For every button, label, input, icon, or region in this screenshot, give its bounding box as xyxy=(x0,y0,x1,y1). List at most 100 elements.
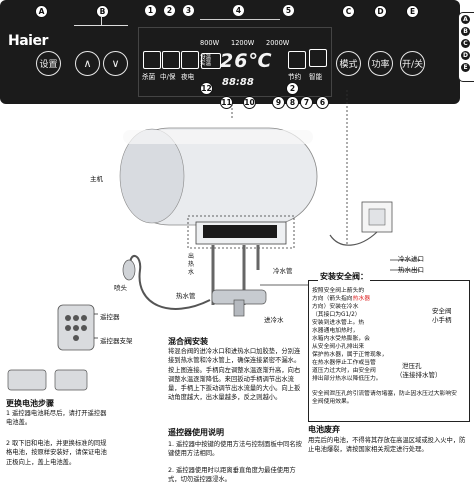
remote-usage-title: 遥控器使用说明 xyxy=(168,428,224,437)
safety-line-6: 水箱内水受热膨胀，会 xyxy=(312,336,370,342)
safety-line-5: 水器通电加热时， xyxy=(312,328,359,334)
safety-line-2: 方向）安装在冷水 xyxy=(312,304,359,310)
remote-btn-3 xyxy=(81,315,87,321)
num-8-marker: 8 xyxy=(286,96,299,109)
remote-btn-6 xyxy=(81,325,87,331)
power-1200w: 1200W xyxy=(231,39,255,47)
mid-warm-icon xyxy=(162,51,180,69)
safety-line-0: 按照安全阀上箭头的 xyxy=(312,288,365,294)
hot-pipe-label: 热水管 xyxy=(176,292,196,300)
safety-line-3: （其接口为G1/2） xyxy=(312,312,361,318)
cold-pipe-label: 冷水管 xyxy=(273,267,293,275)
legend-c: C xyxy=(461,39,470,48)
letter-e-marker: E xyxy=(406,5,419,18)
night-label: 夜电 xyxy=(181,73,195,81)
remote-usage-item-2: 2. 遥控器使用时以距离垂直角度为最佳使用方式，切勿遥控器浸水。 xyxy=(168,467,296,484)
legend-b: B xyxy=(461,27,470,36)
remote-btn-5 xyxy=(73,325,79,331)
remote-btn-4 xyxy=(65,325,71,331)
remote-btn-2 xyxy=(73,315,79,321)
battery-step-2: 2 取下旧和电池，并更换标准的同规格电池，按原样安装好，请保证电池正极向上，盖上… xyxy=(6,440,107,466)
enter-cold-label: 进冷水 xyxy=(264,316,284,324)
safety-line-9: 在热水器停止工作或当管 xyxy=(312,360,376,366)
eco-icon xyxy=(288,51,306,69)
num-7-marker: 7 xyxy=(300,96,313,109)
safety-line-1-text: 方向（箭头指向 xyxy=(312,296,353,302)
num-1-marker: 1 xyxy=(145,5,156,16)
legend-e: E xyxy=(461,63,470,72)
tank-panel-dashed xyxy=(187,215,295,249)
safety-valve-box xyxy=(308,280,470,422)
battery-step-1-image xyxy=(7,369,47,391)
b-bracket-stem xyxy=(101,17,102,25)
letter-c-marker: C xyxy=(342,5,355,18)
battery-step-1: 1 遥控器电池耗尽后，请打开遥控器电池盖。 xyxy=(6,410,107,427)
legend-d: D xyxy=(461,51,470,60)
night-icon xyxy=(181,51,199,69)
letter-d-marker: D xyxy=(374,5,387,18)
safety-valve-label: 安全阀 xyxy=(432,307,452,315)
num-11-marker: 11 xyxy=(220,96,233,109)
num-2b-marker: 2 xyxy=(286,82,299,95)
shower-head xyxy=(122,259,136,281)
sterilize-label: 杀菌 xyxy=(142,73,156,81)
num-4-marker: 4 xyxy=(233,5,244,16)
legend-a: A xyxy=(461,15,470,24)
mixing-valve-text: 将混合阀的进冷水口和进热水口加胶垫，分别连接到热水管和冷水管上，确保连接紧密不漏… xyxy=(168,348,301,402)
up-button[interactable]: ∧ xyxy=(75,51,100,76)
remote-usage-item-1: 1. 遥控器中按键的使用方法与控制面板中同名按键使用方法相同。 xyxy=(168,441,302,458)
remote-btn-7 xyxy=(73,335,79,341)
brand-logo: Haier xyxy=(8,33,48,49)
safety-valve-sub: 小手柄 xyxy=(432,316,452,324)
mixing-valve-title: 混合阀安装 xyxy=(168,337,208,346)
battery-step-2-image xyxy=(54,369,88,391)
num-4-bracket xyxy=(200,19,280,20)
cold-in-label: 冷水进口 xyxy=(398,255,424,263)
b-bracket-line xyxy=(74,25,128,26)
battery-title: 更换电池步骤 xyxy=(6,399,54,408)
smart-icon xyxy=(309,49,327,67)
num-2-marker: 2 xyxy=(164,5,175,16)
power-button[interactable]: 功率 xyxy=(368,51,393,76)
safety-line-7: 从安全阀小孔排出来 xyxy=(312,344,365,350)
safety-line-11: 排出部分热水以降低压力。 xyxy=(312,376,382,382)
num-12-marker: 12 xyxy=(200,82,213,95)
temperature-display: 26℃ xyxy=(220,50,273,72)
display-frame xyxy=(138,27,332,97)
safety-line-10: 道压力过大时，由安全阀 xyxy=(312,368,376,374)
remote-label: 遥控器 xyxy=(100,313,120,321)
onoff-button[interactable]: 开/关 xyxy=(400,51,425,76)
set-temp-icon xyxy=(201,53,221,69)
safety-valve-text: 按照安全阀上箭头的 方向（箭头指向热水器 方向）安装在冷水 （其接口为G1/2）… xyxy=(312,287,397,383)
sterilize-icon xyxy=(143,51,161,69)
socket-face xyxy=(368,208,386,226)
tank-end xyxy=(119,128,185,224)
relief-label: 泄压孔 xyxy=(402,362,422,370)
set-temp-label: 设温 实温 xyxy=(200,55,212,67)
mid-warm-label: 中/保 xyxy=(160,73,176,81)
shower-hose xyxy=(129,255,211,310)
num-6-marker: 6 xyxy=(316,96,329,109)
mixing-valve-stem xyxy=(233,299,245,317)
smart-label: 智能 xyxy=(309,73,323,81)
power-2000w: 2000W xyxy=(266,39,290,47)
num-10-marker: 10 xyxy=(243,96,256,109)
safety-valve-more: 安全阀泄压孔的引流管请勿堵塞，防止因水压过大影响安全阀使用效果。 xyxy=(312,391,457,405)
tank-panel-display xyxy=(203,225,277,238)
down-button[interactable]: ∨ xyxy=(103,51,128,76)
safety-line-4: 安装到进水管上。热 xyxy=(312,320,365,326)
power-800w: 800W xyxy=(200,39,220,47)
battery-disposal-title: 电池废弃 xyxy=(308,425,340,434)
letter-a-marker: A xyxy=(35,5,48,18)
power-cord xyxy=(329,231,378,246)
time-display: 88:88 xyxy=(222,77,254,88)
letter-b-marker: B xyxy=(96,5,109,18)
mode-button[interactable]: 模式 xyxy=(336,51,361,76)
host-label: 主机 xyxy=(90,175,103,183)
num-9-marker: 9 xyxy=(272,96,285,109)
shower-label: 喷头 xyxy=(114,284,127,292)
num-5-marker: 5 xyxy=(283,5,294,16)
tank-highlight xyxy=(123,130,313,144)
set-button[interactable]: 设置 xyxy=(36,51,61,76)
